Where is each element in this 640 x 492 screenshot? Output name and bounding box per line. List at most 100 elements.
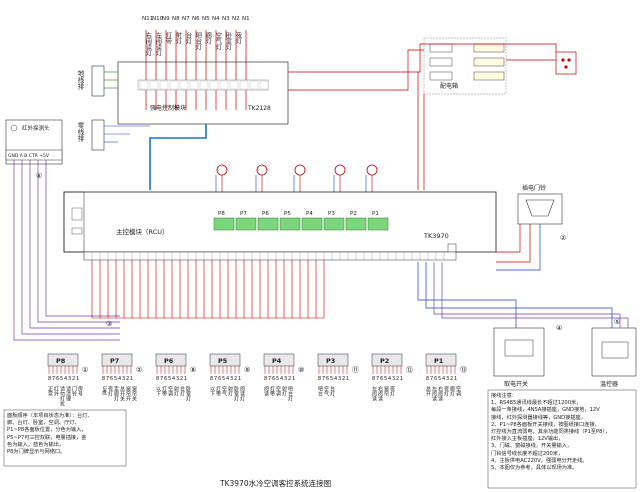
panel-pin: 5: [168, 376, 171, 382]
panel-badge: ⑫: [406, 366, 413, 374]
panel-pin: 8: [372, 376, 375, 382]
panel-label: P2: [380, 357, 389, 365]
panel-function-label: U盘: [101, 386, 107, 395]
panel-pin: 2: [342, 376, 345, 382]
panel-p1: [425, 353, 457, 367]
panel-p3: [317, 353, 349, 367]
breaker: [429, 57, 453, 67]
panel-badge: ①: [82, 366, 88, 374]
top-node-n1: N1: [242, 16, 250, 22]
power-terminal: [259, 80, 269, 90]
panel-function-label: 房号: [77, 385, 83, 397]
panel-function-label: 射灯: [227, 385, 233, 397]
panel-function-label: 空调: [275, 385, 281, 397]
panel-pin: 4: [226, 376, 229, 382]
panel-pin: 4: [118, 376, 121, 382]
power-terminal: [219, 80, 229, 90]
panel-p5: [209, 353, 241, 367]
panel-label: P1: [434, 357, 444, 365]
top-lamp-label: 卧室灯: [225, 31, 232, 51]
panel-function-label: 总开关: [119, 385, 125, 402]
panel-pin: 7: [322, 376, 325, 382]
panel-pin: 3: [68, 376, 71, 382]
module-status-box: [447, 243, 457, 253]
panel-connector-p2: [345, 217, 367, 231]
panel-function-label: 空气: [323, 385, 329, 396]
card-slot: [504, 339, 534, 357]
panel-pin: 3: [338, 376, 341, 382]
note-line: 3、门磁、窗磁接线，开关量输入，: [491, 443, 573, 450]
distribution-wires: [288, 43, 557, 190]
power-module-id: TK2128: [247, 105, 271, 112]
top-node-n4: N4: [212, 16, 220, 22]
right-wires-purple: [433, 262, 629, 328]
breaker-label: [473, 57, 505, 67]
panel-p6: [155, 353, 187, 367]
main-module-id: TK3970: [423, 232, 449, 240]
panel-pin: 6: [110, 376, 113, 382]
panel-pin: 5: [222, 376, 225, 382]
network-port: [71, 227, 83, 235]
panel-pin: 3: [122, 376, 125, 382]
valve-icon: [366, 164, 378, 176]
breaker: [429, 71, 453, 81]
note-line: 灯控线为直流弱电，其余功能同类接线（P1至P8），: [491, 429, 611, 436]
panel-pin: 5: [276, 376, 279, 382]
panel-function-label: 阅读灯: [239, 385, 245, 402]
panel-pin: 7: [214, 376, 217, 382]
note-line: P1~P8各面板位置，分色为输入，: [7, 427, 87, 434]
panel-p2: [371, 353, 403, 367]
valve-icon: [216, 164, 228, 176]
panel-pin: 4: [388, 376, 391, 382]
card-switch-label: 取电开关: [504, 380, 528, 388]
panel-pin: 5: [438, 376, 441, 382]
panel-pin: 7: [160, 376, 163, 382]
panel-connector-p5: [279, 217, 301, 231]
notes-right-box: [487, 389, 637, 489]
panel-connector-label: P3: [328, 211, 335, 217]
panel-function-label: 廊灯: [449, 385, 455, 397]
right-wires: [496, 224, 531, 263]
top-lamp-label: 夜灯: [235, 31, 242, 45]
panel-function-label: 左阅读: [431, 385, 437, 402]
panel-pin: 7: [52, 376, 55, 382]
panel-pin: 3: [446, 376, 449, 382]
diagram-title: TK3970水冷空调客控系统连接图: [219, 478, 331, 488]
socket-hole: [561, 58, 565, 62]
top-lamp-label: 吧台灯: [195, 32, 202, 51]
panel-function-label: 左阅读: [371, 385, 377, 402]
note-line: 廊、台灯、卧室、空调、厅灯、: [7, 420, 80, 427]
power-terminal: [139, 80, 149, 90]
panel-function-label: 请勿打扰: [59, 385, 65, 407]
panel-function-label: 射灯: [281, 385, 287, 397]
infrared-badge: ⑥: [36, 172, 42, 180]
main-module-side: [63, 191, 85, 253]
panel-function-label: 夜灯: [443, 385, 449, 397]
panel-pin: 5: [60, 376, 63, 382]
panel-pin: 4: [64, 376, 67, 382]
panel-pin: 4: [442, 376, 445, 382]
panel-pin: 5: [384, 376, 387, 382]
valve-icon: [294, 164, 306, 176]
note-line: 门铃信号线长度不超过200米，: [491, 450, 564, 457]
neutral-bar-label: 零线排: [76, 122, 84, 143]
panel-pin: 6: [434, 376, 437, 382]
panel-label: P6: [164, 357, 174, 365]
infrared-sensor-icon: [10, 124, 18, 132]
panel-pin: 2: [450, 376, 453, 382]
top-lamp-label: 右阅读灯: [145, 31, 152, 57]
output-wires: [91, 260, 325, 319]
power-terminal: [209, 80, 219, 90]
breakers: [429, 43, 505, 81]
panel-function-label: 窗帘关: [131, 385, 137, 402]
panel-badge: ⑨: [244, 366, 250, 374]
panel-pin: 6: [164, 376, 167, 382]
power-terminal: [199, 80, 209, 90]
panel-pin: 2: [72, 376, 75, 382]
panel-function-label: 右阅读: [437, 385, 443, 402]
panel-pin: 1: [76, 376, 79, 382]
valve-icon: [334, 164, 346, 176]
